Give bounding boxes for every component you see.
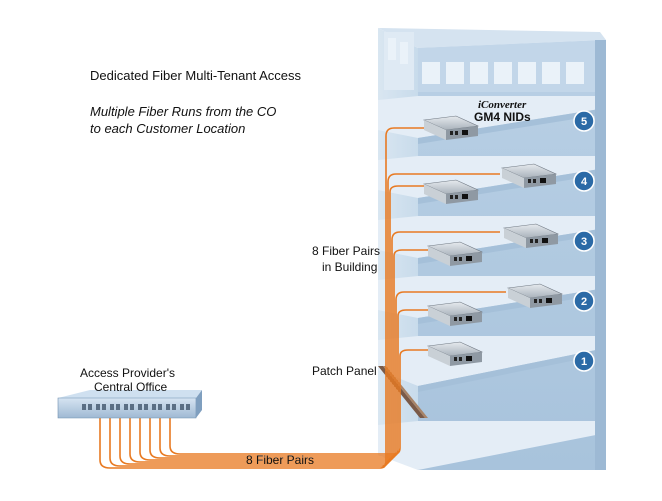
fiber-cables [99,127,506,469]
central-office-switch-icon [57,390,202,419]
diagram-subtitle-line2: to each Customer Location [90,121,246,136]
iconverter-model-label: GM4 NIDs [474,110,531,124]
diagram-heading: Dedicated Fiber Multi-Tenant Access [90,68,301,83]
nid-device-icon [426,241,484,266]
nid-device-icon [506,283,564,308]
floor-badge: 3 [573,230,595,252]
patch-panel-label: Patch Panel [312,364,377,378]
nid-device-icon [500,163,558,188]
floor-number: 2 [581,296,587,308]
central-office-label-line2: Central Office [94,380,168,394]
floor-badge: 4 [573,170,595,192]
floor-badge: 2 [573,290,595,312]
floor-number: 5 [581,116,587,128]
building-fiber-label-line1: 8 Fiber Pairs [312,244,381,258]
nid-device-icon [426,341,484,366]
floor-number: 4 [581,176,588,188]
bottom-fiber-label: 8 Fiber Pairs [246,453,315,467]
building-fiber-label-line2: in Building [322,260,378,274]
iconverter-brand-label: iConverter [478,99,527,111]
floor-number: 3 [581,236,587,248]
central-office-label-line1: Access Provider's [80,366,175,380]
nid-device-icon [422,115,480,140]
floor-badge: 1 [573,350,595,372]
floor-badge: 5 [573,110,595,132]
nid-device-icon [502,223,560,248]
nid-device-icon [426,301,484,326]
diagram-subtitle-line1: Multiple Fiber Runs from the CO [90,104,277,119]
nid-device-icon [422,179,480,204]
floor-number: 1 [581,356,587,368]
